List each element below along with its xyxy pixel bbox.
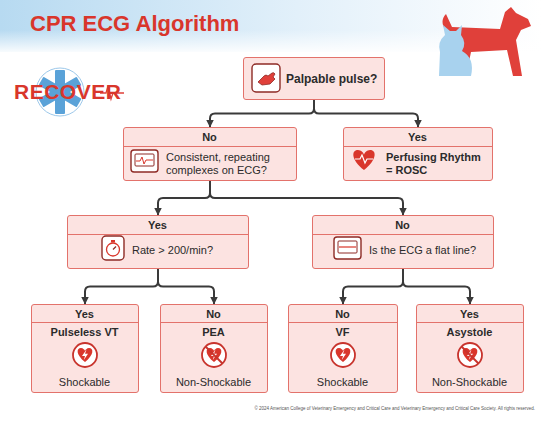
header-divider bbox=[313, 234, 493, 235]
flatline-monitor-icon bbox=[334, 237, 361, 259]
flow-box: YesPulseless VT Shockable bbox=[31, 304, 139, 393]
flow-box: No Is the ECG a flat line? bbox=[312, 215, 494, 269]
flow-box: NoPEA Non-Shockable bbox=[160, 304, 268, 393]
header-divider bbox=[161, 322, 267, 323]
stopwatch-icon bbox=[102, 236, 124, 260]
ecg-monitor-icon bbox=[131, 150, 158, 172]
header-divider bbox=[68, 234, 248, 235]
shockable-icon bbox=[331, 343, 355, 367]
box-heading: Yes bbox=[68, 219, 247, 232]
non-shockable-icon bbox=[202, 343, 226, 367]
box-heading: No bbox=[161, 308, 266, 321]
box-text: VF bbox=[289, 326, 396, 339]
chart-title: CPR ECG Algorithm bbox=[30, 11, 239, 37]
box-text: Rate > 200/min? bbox=[132, 244, 244, 257]
box-text: Palpable pulse? bbox=[286, 72, 382, 86]
cat-silhouette bbox=[439, 25, 472, 76]
flow-box: Palpable pulse? bbox=[243, 57, 385, 100]
box-heading: No bbox=[313, 219, 492, 232]
connector-arrow bbox=[403, 269, 470, 304]
header-divider bbox=[124, 146, 296, 147]
shockable-icon bbox=[73, 343, 97, 367]
pulse-hand-icon bbox=[252, 64, 280, 92]
connector-arrow bbox=[314, 100, 418, 127]
connector-arrow bbox=[158, 181, 210, 215]
connector-arrow bbox=[210, 100, 314, 127]
box-heading: Yes bbox=[344, 131, 491, 144]
box-text: PEA bbox=[161, 326, 266, 339]
header-divider bbox=[417, 322, 523, 323]
flow-box: NoConsistent, repeating complexes on ECG… bbox=[123, 127, 297, 181]
heart-icon bbox=[353, 150, 374, 170]
flow-box: YesPerfusing Rhythm = ROSC bbox=[343, 127, 493, 181]
box-heading: No bbox=[124, 131, 295, 144]
box-text: Is the ECG a flat line? bbox=[369, 244, 491, 257]
box-text: Non-Shockable bbox=[161, 376, 266, 389]
box-heading: Yes bbox=[417, 308, 522, 321]
flow-box: YesRate > 200/min? bbox=[67, 215, 249, 269]
copyright-note: © 2024 American College of Veterinary Em… bbox=[254, 406, 535, 412]
box-text: Non-Shockable bbox=[417, 376, 522, 389]
box-heading: Yes bbox=[32, 308, 137, 321]
flow-box: NoVF Shockable bbox=[288, 304, 398, 393]
header-divider bbox=[32, 322, 138, 323]
box-text: Asystole bbox=[417, 326, 522, 339]
connector-arrow bbox=[158, 269, 214, 304]
connector-arrow bbox=[85, 269, 158, 304]
header-divider bbox=[289, 322, 397, 323]
box-text: Shockable bbox=[32, 376, 137, 389]
flow-box: YesAsystoleNon-Shockable bbox=[416, 304, 524, 393]
logo-text: RECOVER bbox=[14, 80, 121, 104]
box-text: Perfusing Rhythm = ROSC bbox=[386, 151, 490, 177]
connector-arrow bbox=[343, 269, 403, 304]
box-heading: No bbox=[289, 308, 396, 321]
box-text: Pulseless VT bbox=[32, 326, 137, 339]
connector-arrow bbox=[210, 181, 403, 215]
box-text: Consistent, repeating complexes on ECG? bbox=[166, 151, 294, 177]
non-shockable-icon bbox=[458, 343, 482, 367]
header-divider bbox=[344, 146, 492, 147]
box-text: Shockable bbox=[289, 376, 396, 389]
